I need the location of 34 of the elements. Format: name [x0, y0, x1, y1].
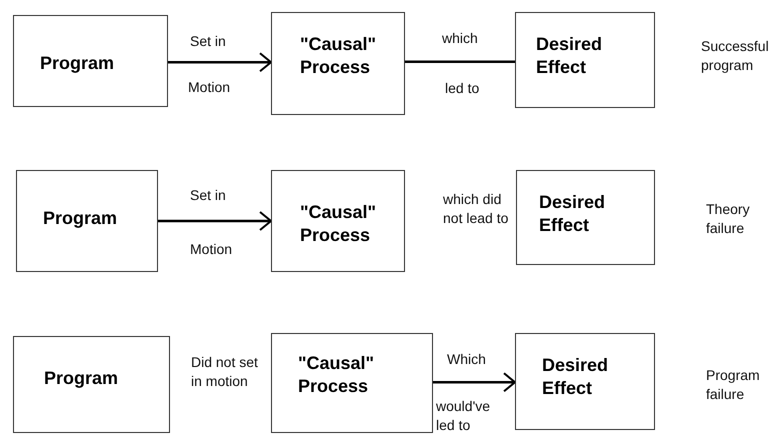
process-box [271, 170, 405, 272]
annotation-text: would've led to [436, 397, 492, 435]
annotation-text: Motion [188, 78, 232, 97]
arrow [158, 211, 272, 231]
arrow [168, 52, 272, 72]
annotation-text: led to [445, 79, 480, 98]
box-label: Program [43, 207, 118, 230]
box-label: Desired Effect [536, 33, 604, 79]
arrow [433, 372, 516, 392]
process-box [13, 336, 170, 433]
process-box [515, 333, 655, 430]
annotation-text: Theory failure [706, 200, 751, 238]
annotation-text: Set in [190, 32, 227, 51]
annotation-text: Set in [190, 186, 227, 205]
process-box [16, 170, 158, 272]
annotation-text: Which [447, 350, 487, 369]
process-box [515, 12, 655, 108]
box-label: Program [44, 367, 120, 390]
annotation-text: Program failure [706, 366, 761, 404]
box-label: Desired Effect [542, 354, 610, 400]
process-box [13, 15, 168, 107]
annotation-text: which did not lead to [443, 190, 509, 228]
annotation-text: which [442, 29, 479, 48]
box-label: "Causal" Process [298, 352, 376, 398]
annotation-text: Successful program [701, 37, 770, 75]
process-box [516, 170, 655, 265]
process-box [271, 12, 405, 115]
box-label: Desired Effect [539, 191, 606, 237]
box-label: "Causal" Process [300, 33, 378, 79]
process-box [271, 333, 433, 433]
box-label: "Causal" Process [300, 201, 378, 247]
annotation-text: Motion [190, 240, 234, 259]
box-label: Program [40, 52, 116, 75]
annotation-text: Did not set in motion [191, 353, 259, 391]
